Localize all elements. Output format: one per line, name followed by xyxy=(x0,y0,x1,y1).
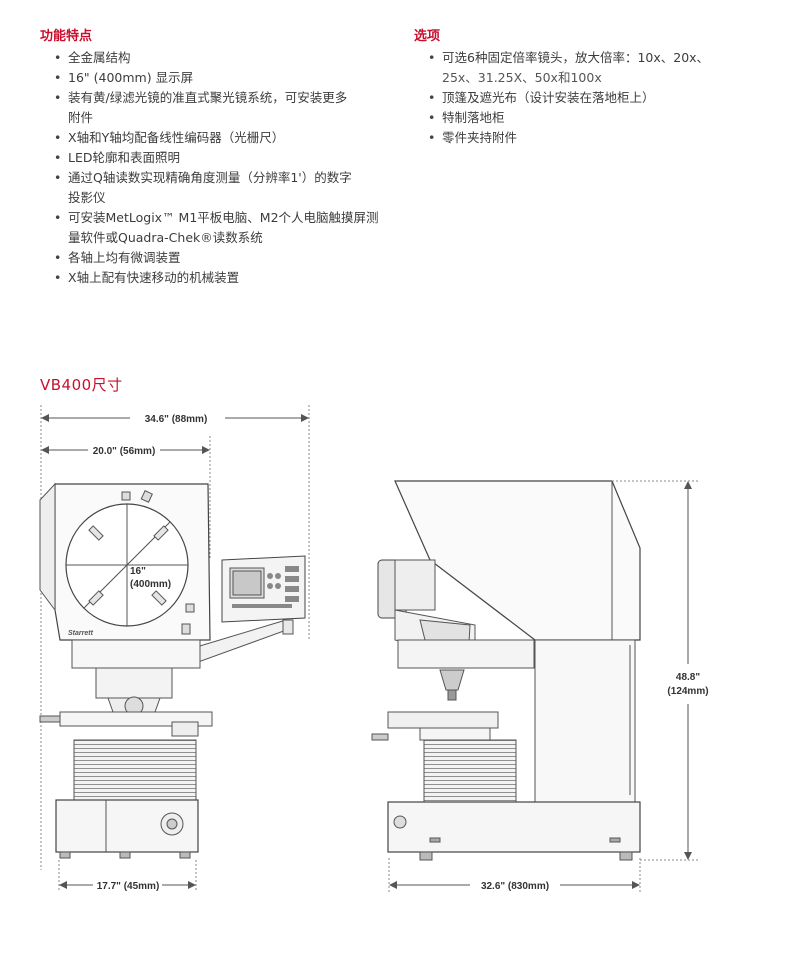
feature-item: LED轮廓和表面照明 xyxy=(54,148,404,168)
features-list: 全金属结构 16" (400mm) 显示屏 装有黄/绿滤光镜的准直式聚光镜系统，… xyxy=(54,48,404,288)
feature-item: X轴和Y轴均配备线性编码器（光栅尺） xyxy=(54,128,404,148)
screen-size-label: 16" xyxy=(130,566,146,577)
brand-logo: Starrett xyxy=(68,630,94,637)
options-list: 可选6种固定倍率镜头，放大倍率：10x、20x、 25x、31.25X、50x和1… xyxy=(428,48,783,148)
height-label: 48.8" xyxy=(676,672,700,683)
dimensions-title: VB400尺寸 xyxy=(40,376,123,394)
feature-item: 全金属结构 xyxy=(54,48,404,68)
feature-item: 可安装MetLogix™ M1平板电脑、M2个人电脑触摸屏测量软件或Quadra… xyxy=(54,208,404,248)
feature-item: 各轴上均有微调装置 xyxy=(54,248,404,268)
base-width-label: 17.7" (45mm) xyxy=(97,881,160,892)
feature-line: 通过Q轴读数实现精确角度测量（分辨率1'）的数字 xyxy=(68,170,352,185)
feature-line: 附件 xyxy=(68,110,94,125)
screen-size-mm-label: (400mm) xyxy=(130,579,171,590)
screen-offset-label: 20.0" (56mm) xyxy=(93,446,156,457)
feature-item: X轴上配有快速移动的机械装置 xyxy=(54,268,404,288)
option-item: 零件夹持附件 xyxy=(428,128,783,148)
feature-line: 投影仪 xyxy=(68,190,106,205)
options-title: 选项 xyxy=(414,29,441,44)
feature-line: 装有黄/绿滤光镜的准直式聚光镜系统，可安装更多 xyxy=(68,90,348,105)
side-depth-label: 32.6" (830mm) xyxy=(481,881,549,892)
height-mm-label: (124mm) xyxy=(667,686,708,697)
option-line: 可选6种固定倍率镜头，放大倍率：10x、20x、 xyxy=(442,50,710,65)
feature-item: 16" (400mm) 显示屏 xyxy=(54,68,404,88)
feature-line: 量软件或Quadra-Chek®读数系统 xyxy=(68,230,263,245)
option-item: 特制落地柜 xyxy=(428,108,783,128)
option-line: 25x、31.25X、50x和100x xyxy=(442,70,602,85)
feature-line: 可安装MetLogix™ M1平板电脑、M2个人电脑触摸屏测 xyxy=(68,210,379,225)
features-title: 功能特点 xyxy=(40,29,93,44)
option-item: 顶篷及遮光布（设计安装在落地柜上） xyxy=(428,88,783,108)
option-item: 可选6种固定倍率镜头，放大倍率：10x、20x、 25x、31.25X、50x和1… xyxy=(428,48,783,88)
overall-width-label: 34.6" (88mm) xyxy=(145,414,208,425)
